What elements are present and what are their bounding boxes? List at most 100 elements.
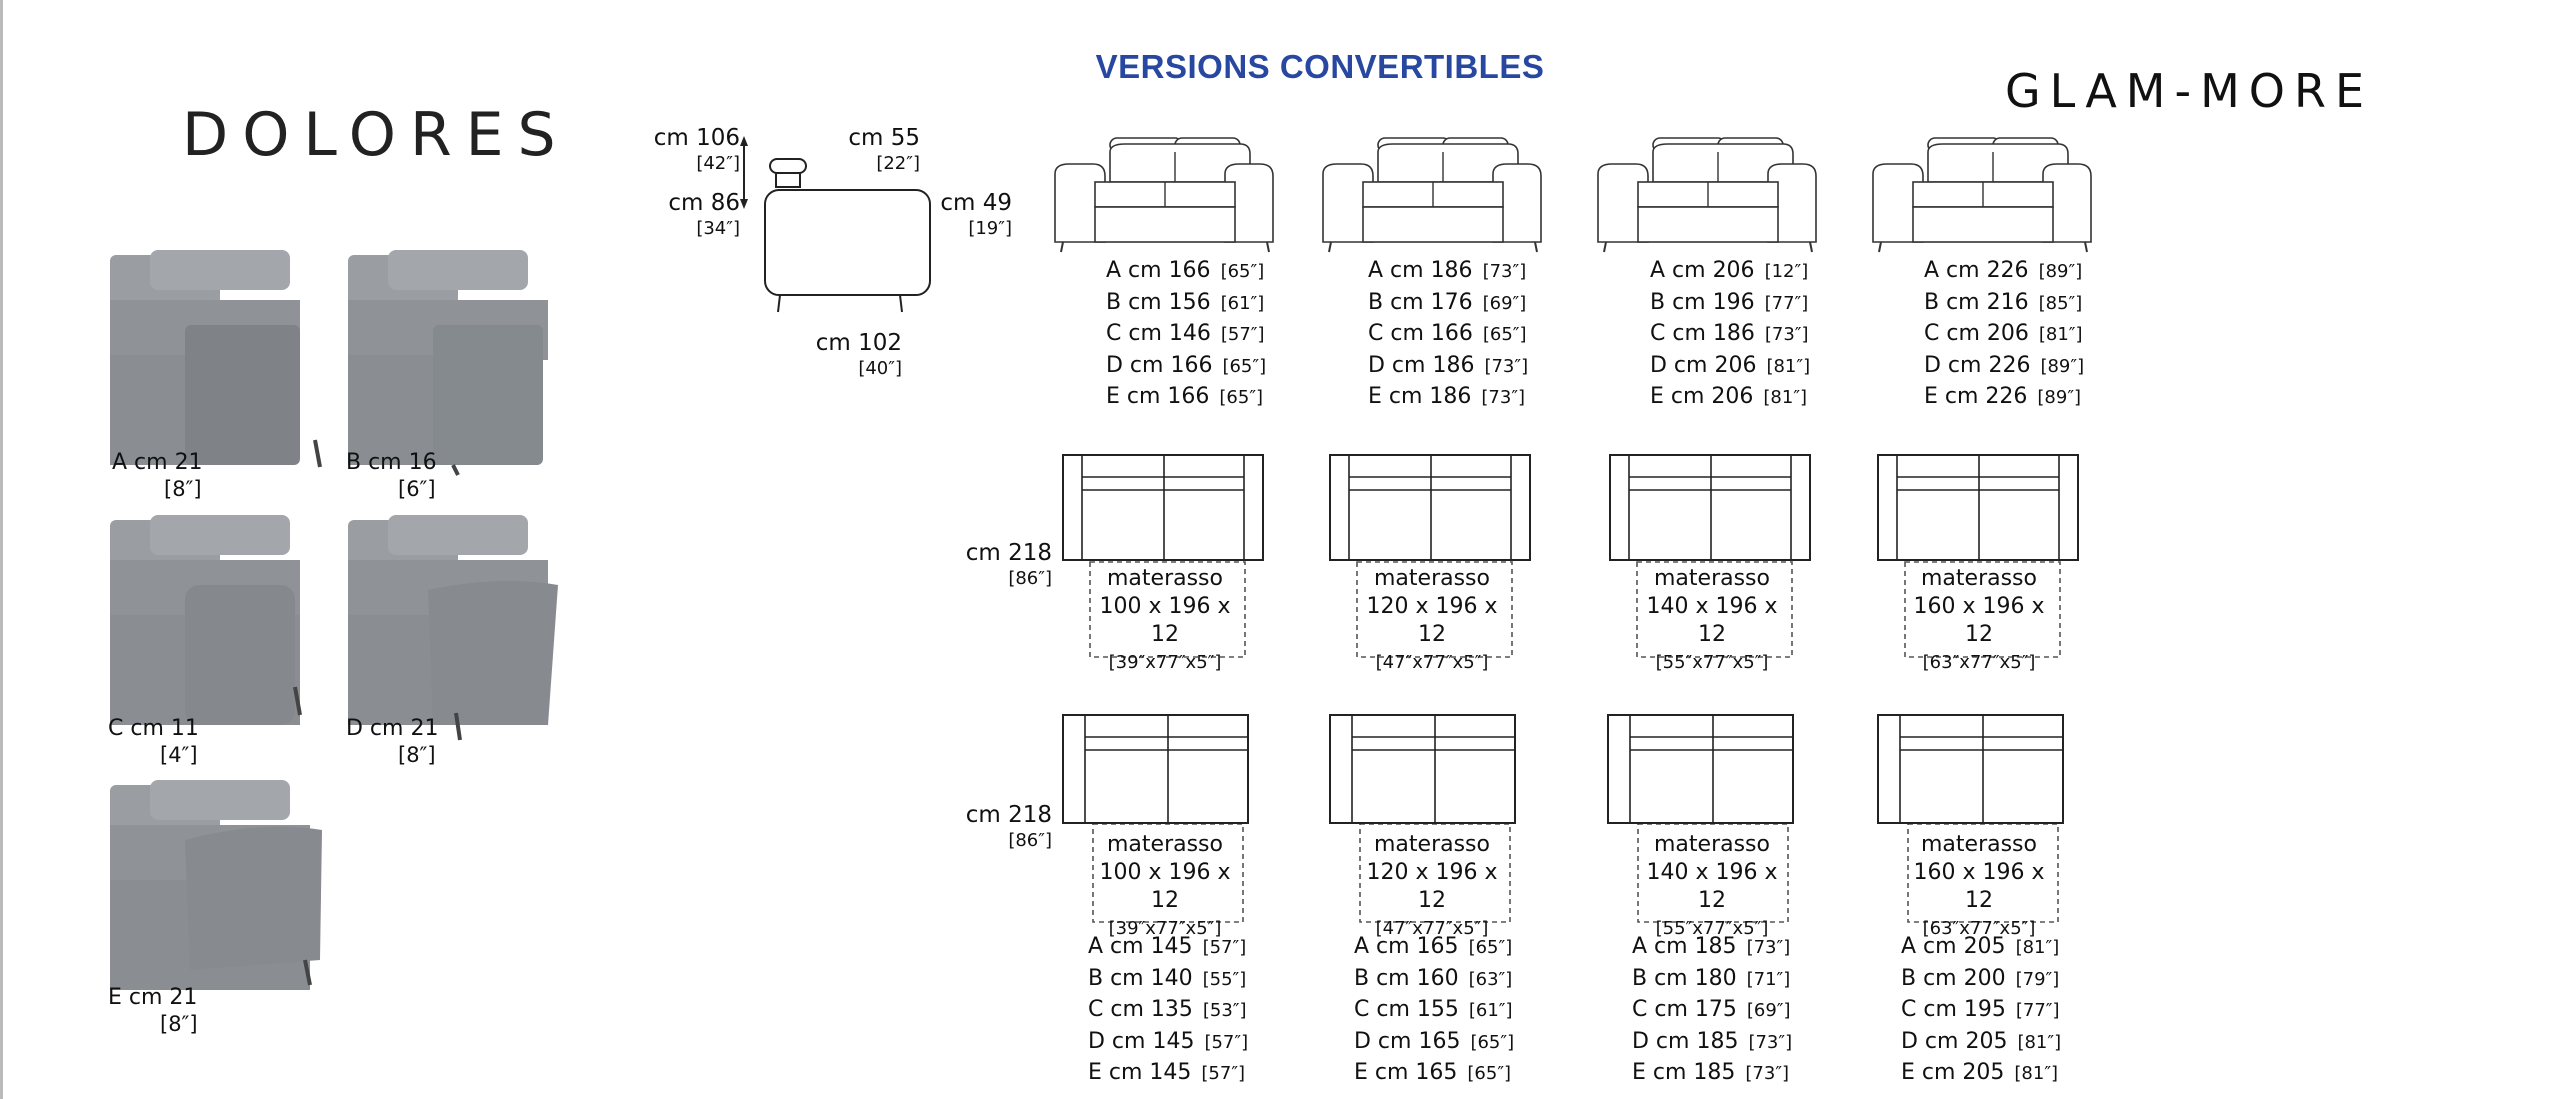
spec-row: A cm 145[57″] <box>1088 932 1248 964</box>
arm-e-label: E cm 21[8″] <box>108 985 198 1036</box>
spec-cm: B cm 180 <box>1632 965 1737 991</box>
arm-c-image <box>110 515 302 725</box>
mattress-inch: [55″x77″x5″] <box>1655 652 1769 673</box>
spec-inch: [77″] <box>2015 1000 2060 1021</box>
spec-inch: [89″] <box>2037 387 2082 408</box>
spec-inch: [89″] <box>2038 261 2083 282</box>
spec-cm: E cm 205 <box>1901 1060 2005 1085</box>
spec-inch: [73″] <box>1481 387 1526 408</box>
spec-inch: [81″] <box>1766 355 1811 377</box>
seat-height: cm 49[19″] <box>940 190 1012 239</box>
spec-cm: D cm 165 <box>1354 1028 1461 1054</box>
mattress-inch: [63″x77″x5″] <box>1922 652 2036 673</box>
spec-row: D cm 145[57″] <box>1088 1027 1248 1059</box>
arm-d-label: D cm 21[8″] <box>346 716 439 767</box>
spec-row: D cm 186[73″] <box>1368 351 1528 383</box>
front-spec-column: A cm 226[89″]B cm 216[85″]C cm 206[81″]D… <box>1924 256 2084 414</box>
spec-cm: A cm 166 <box>1106 258 1211 283</box>
spec-inch: [65″] <box>1222 355 1267 377</box>
arm-b-image <box>348 250 548 476</box>
side-profile-drawing <box>740 136 931 313</box>
mattress-size: 100 x 196 x 12 <box>1099 594 1231 647</box>
spec-inch: [57″] <box>1202 937 1247 958</box>
mattress-label: materasso <box>1374 832 1490 857</box>
profile-depth-total: cm 102[40″] <box>815 330 902 379</box>
spec-row: A cm 205 [81″] <box>1901 932 2061 964</box>
spec-row: E cm 166 [65″] <box>1106 382 1266 414</box>
spec-row: C cm 186[73″] <box>1650 319 1810 351</box>
spec-cm: E cm 185 <box>1632 1060 1736 1085</box>
spec-cm: A cm 226 <box>1924 258 2029 283</box>
mattress-size: 140 x 196 x 12 <box>1646 860 1778 913</box>
spec-cm: C cm 195 <box>1901 997 2006 1022</box>
brand-logo: GLAM-MORE <box>2005 64 2374 118</box>
mattress-inch: [39″x77″x5″] <box>1108 652 1222 673</box>
spec-cm: C cm 206 <box>1924 321 2029 346</box>
spec-inch: [81″] <box>2014 1063 2059 1084</box>
spec-row: B cm 176[69″] <box>1368 288 1528 320</box>
spec-row: E cm 145[57″] <box>1088 1058 1248 1090</box>
spec-inch: [69″] <box>1746 1000 1791 1021</box>
page-edge <box>0 0 3 1099</box>
spec-cm: A cm 165 <box>1354 934 1459 959</box>
depth-open-1: cm 218[86″] <box>965 540 1052 589</box>
mattress-inch: [63″x77″x5″] <box>1922 918 2036 939</box>
sofa-front-2 <box>1322 137 1542 253</box>
mattress-size: 120 x 196 x 12 <box>1366 860 1498 913</box>
spec-inch: [65″] <box>1470 1031 1515 1053</box>
spec-inch: [77″] <box>1764 292 1809 314</box>
spec-cm: B cm 196 <box>1650 289 1755 315</box>
spec-inch: [57″] <box>1201 1063 1246 1084</box>
spec-inch: [89″] <box>2040 355 2085 377</box>
front-spec-column: A cm 206[12″]B cm 196[77″]C cm 186[73″]D… <box>1650 256 1810 414</box>
arm-a-image <box>110 250 322 468</box>
spec-inch: [65″] <box>1219 387 1264 408</box>
mattress-label: materasso <box>1921 832 2037 857</box>
spec-inch: [12″] <box>1764 261 1809 282</box>
spec-row: B cm 140[55″] <box>1088 964 1248 996</box>
arm-c-label: C cm 11[4″] <box>108 716 199 767</box>
spec-cm: E cm 206 <box>1650 384 1754 409</box>
spec-cm: E cm 186 <box>1368 384 1472 409</box>
spec-inch: [71″] <box>1746 968 1791 990</box>
spec-cm: E cm 166 <box>1106 384 1210 409</box>
spec-cm: A cm 205 <box>1901 934 2006 959</box>
spec-cm: E cm 226 <box>1924 384 2028 409</box>
mattress-label: materasso 120 x 196 x 12 [47″x77″x5″] <box>1357 831 1507 943</box>
spec-row: B cm 156[61″] <box>1106 288 1266 320</box>
spec-inch: [81″] <box>1763 387 1808 408</box>
spec-cm: C cm 175 <box>1632 997 1737 1022</box>
profile-depth-headrest: cm 55[22″] <box>848 125 920 174</box>
arm-e-image <box>110 780 322 990</box>
depth-open-2: cm 218[86″] <box>965 802 1052 851</box>
spec-inch: [63″] <box>1468 968 1513 990</box>
spec-inch: [69″] <box>1482 292 1527 314</box>
spec-cm: C cm 166 <box>1368 321 1473 346</box>
spec-inch: [61″] <box>1220 292 1265 314</box>
spec-row: D cm 165 [65″] <box>1354 1027 1514 1059</box>
bottom-spec-column: A cm 165[65″]B cm 160[63″]C cm 155[61″]D… <box>1354 932 1514 1090</box>
spec-row: D cm 185[73″] <box>1632 1027 1792 1059</box>
mattress-size: 100 x 196 x 12 <box>1099 860 1231 913</box>
spec-cm: A cm 186 <box>1368 258 1473 283</box>
mattress-label: materasso <box>1374 566 1490 591</box>
spec-inch: [73″] <box>1764 324 1809 345</box>
spec-inch: [73″] <box>1484 355 1529 377</box>
top-view-row-1 <box>1062 454 2079 658</box>
top-view-row-2 <box>1062 714 2064 923</box>
mattress-size: 160 x 196 x 12 <box>1913 860 2045 913</box>
spec-inch: [81″] <box>2015 937 2060 958</box>
mattress-inch: [47″x77″x5″] <box>1375 918 1489 939</box>
spec-row: A cm 185[73″] <box>1632 932 1792 964</box>
arm-b-label: B cm 16[6″] <box>346 450 437 501</box>
spec-row: A cm 166[65″] <box>1106 256 1266 288</box>
spec-row: C cm 146[57″] <box>1106 319 1266 351</box>
spec-row: E cm 206 [81″] <box>1650 382 1810 414</box>
spec-inch: [73″] <box>1745 1063 1790 1084</box>
spec-inch: [57″] <box>1220 324 1265 345</box>
spec-row: E cm 165[65″] <box>1354 1058 1514 1090</box>
spec-cm: C cm 135 <box>1088 997 1193 1022</box>
page-title: VERSIONS CONVERTIBLES <box>1095 48 1545 85</box>
